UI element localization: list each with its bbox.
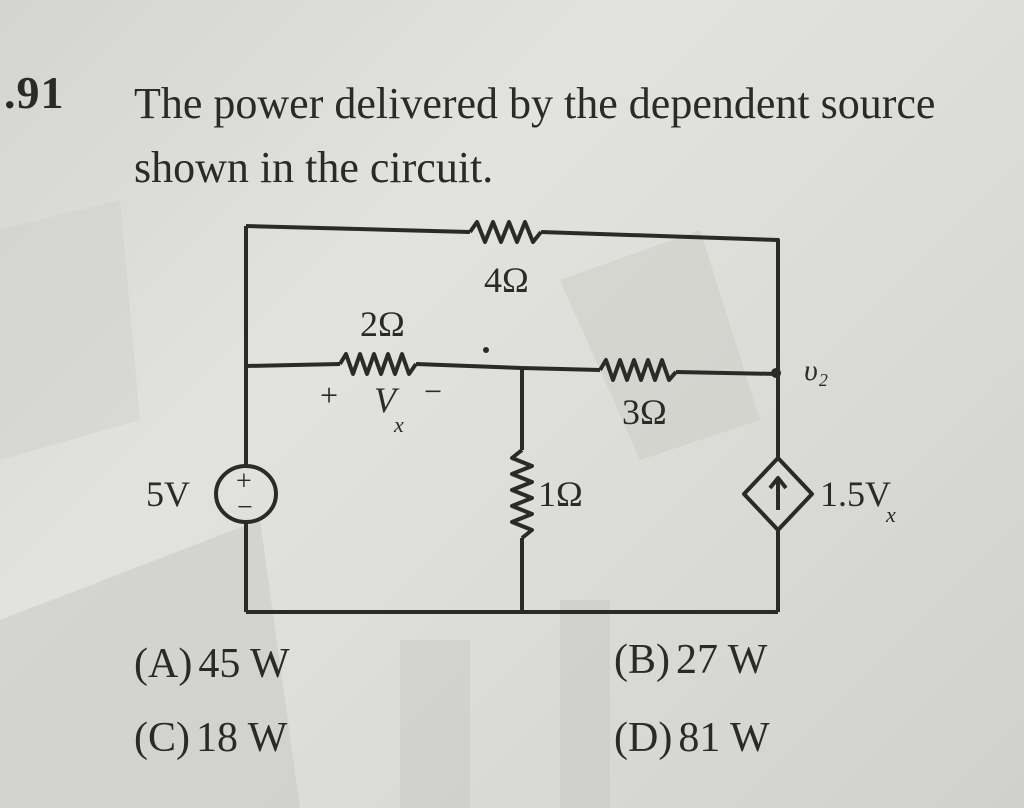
vx-plus-sign: + <box>320 377 338 413</box>
option-b-letter: (B) <box>614 637 670 683</box>
question-text: The power delivered by the dependent sou… <box>134 79 936 192</box>
option-b[interactable]: (B)27 W <box>614 636 767 684</box>
option-a[interactable]: (A)45 W <box>134 640 290 688</box>
option-a-value: 45 W <box>198 641 290 687</box>
mid-wire-left <box>245 362 341 368</box>
mid-wire-right2 <box>675 370 779 376</box>
label-2ohm: 2Ω <box>360 304 405 344</box>
stray-dot <box>483 347 489 353</box>
label-5v: 5V <box>146 474 190 514</box>
dependent-source-subscript: x <box>885 502 896 527</box>
option-c-letter: (C) <box>134 715 190 761</box>
label-3ohm: 3Ω <box>622 392 667 432</box>
option-c[interactable]: (C)18 W <box>134 714 287 762</box>
vx-minus-sign: − <box>424 373 442 409</box>
option-b-value: 27 W <box>676 637 768 683</box>
top-wire-right <box>540 230 780 372</box>
handwritten-node-note: υ₂ <box>804 354 828 387</box>
node-dot <box>771 368 781 378</box>
resistor-1ohm <box>510 448 534 540</box>
resistor-3ohm <box>598 358 678 382</box>
option-d[interactable]: (D)81 W <box>614 714 770 762</box>
vx-subscript: x <box>393 412 404 437</box>
mid-wire-center <box>415 362 523 370</box>
resistor-4ohm <box>468 220 543 244</box>
label-4ohm: 4Ω <box>484 260 529 300</box>
option-c-value: 18 W <box>196 715 288 761</box>
source-plus-sign: + <box>236 466 252 497</box>
dependent-source-diamond <box>742 456 814 532</box>
resistor-2ohm <box>338 352 418 376</box>
mid-wire-right <box>521 366 601 372</box>
voltage-source-circle <box>214 464 278 524</box>
source-minus-sign: − <box>237 492 253 523</box>
dependent-source-label: 1.5V <box>820 474 891 514</box>
question-number: .91 <box>4 67 65 118</box>
top-wire <box>245 224 471 234</box>
arrow-up-icon <box>768 476 788 510</box>
option-d-value: 81 W <box>678 715 770 761</box>
label-1ohm: 1Ω <box>538 474 583 514</box>
vx-label: V <box>374 380 400 420</box>
option-d-letter: (D) <box>614 715 673 761</box>
option-a-letter: (A) <box>134 641 193 687</box>
